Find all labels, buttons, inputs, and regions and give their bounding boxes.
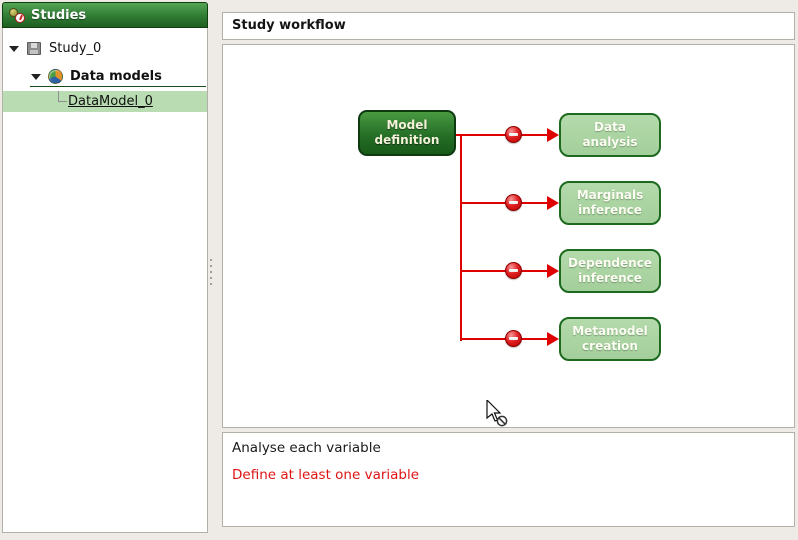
connector-line bbox=[461, 338, 548, 340]
studies-header-label: Studies bbox=[31, 7, 87, 23]
status-info-text: Analyse each variable bbox=[232, 440, 381, 456]
no-drop-cursor-icon bbox=[486, 400, 508, 427]
arrowhead-icon bbox=[547, 264, 559, 278]
tree-item-datamodel-0[interactable]: DataModel_0 bbox=[3, 91, 207, 112]
connector-line bbox=[461, 134, 548, 136]
studies-sidebar: Studies Study_0 Data models DataModel_0 bbox=[2, 2, 208, 533]
sidebar-splitter-handle[interactable] bbox=[209, 255, 213, 291]
studies-icon bbox=[9, 7, 26, 23]
tree-item-data-models[interactable]: Data models bbox=[3, 66, 207, 87]
node-dependence-inference-label: Dependence inference bbox=[568, 256, 652, 285]
node-metamodel-creation-label: Metamodel creation bbox=[572, 324, 648, 353]
arrowhead-icon bbox=[547, 196, 559, 210]
workflow-title-panel: Study workflow bbox=[222, 12, 795, 40]
no-entry-icon bbox=[505, 262, 522, 279]
tree-branch-connector bbox=[58, 91, 67, 102]
no-entry-icon bbox=[505, 330, 522, 347]
node-metamodel-creation[interactable]: Metamodel creation bbox=[559, 317, 661, 361]
data-models-icon bbox=[48, 69, 63, 84]
no-entry-icon bbox=[505, 194, 522, 211]
connector-line bbox=[460, 134, 462, 341]
node-data-analysis-label: Data analysis bbox=[582, 120, 638, 149]
current-study-underline bbox=[30, 86, 206, 87]
arrowhead-icon bbox=[547, 128, 559, 142]
node-dependence-inference[interactable]: Dependence inference bbox=[559, 249, 661, 293]
node-model-definition-label: Model definition bbox=[374, 118, 440, 147]
node-marginals-inference[interactable]: Marginals inference bbox=[559, 181, 661, 225]
connector-line bbox=[461, 202, 548, 204]
tree-item-study-label: Study_0 bbox=[49, 41, 102, 56]
node-data-analysis[interactable]: Data analysis bbox=[559, 113, 661, 157]
studies-tree: Study_0 Data models DataModel_0 bbox=[2, 28, 208, 533]
node-model-definition[interactable]: Model definition bbox=[358, 110, 456, 156]
status-panel: Analyse each variable Define at least on… bbox=[222, 432, 795, 527]
tree-item-study[interactable]: Study_0 bbox=[3, 38, 207, 59]
studies-header: Studies bbox=[2, 2, 208, 28]
status-error-text: Define at least one variable bbox=[232, 467, 420, 483]
no-entry-icon bbox=[505, 126, 522, 143]
save-icon bbox=[27, 42, 41, 55]
expander-triangle-icon[interactable] bbox=[9, 45, 19, 52]
workflow-canvas: Model definition Data analysis Marginals… bbox=[222, 44, 795, 428]
expander-triangle-icon[interactable] bbox=[31, 73, 41, 80]
node-marginals-inference-label: Marginals inference bbox=[576, 188, 644, 217]
connector-line bbox=[461, 270, 548, 272]
tree-item-datamodel-0-label: DataModel_0 bbox=[68, 94, 153, 109]
arrowhead-icon bbox=[547, 332, 559, 346]
page-title: Study workflow bbox=[232, 18, 346, 33]
connector-line bbox=[456, 134, 462, 136]
tree-item-data-models-label: Data models bbox=[70, 69, 162, 84]
